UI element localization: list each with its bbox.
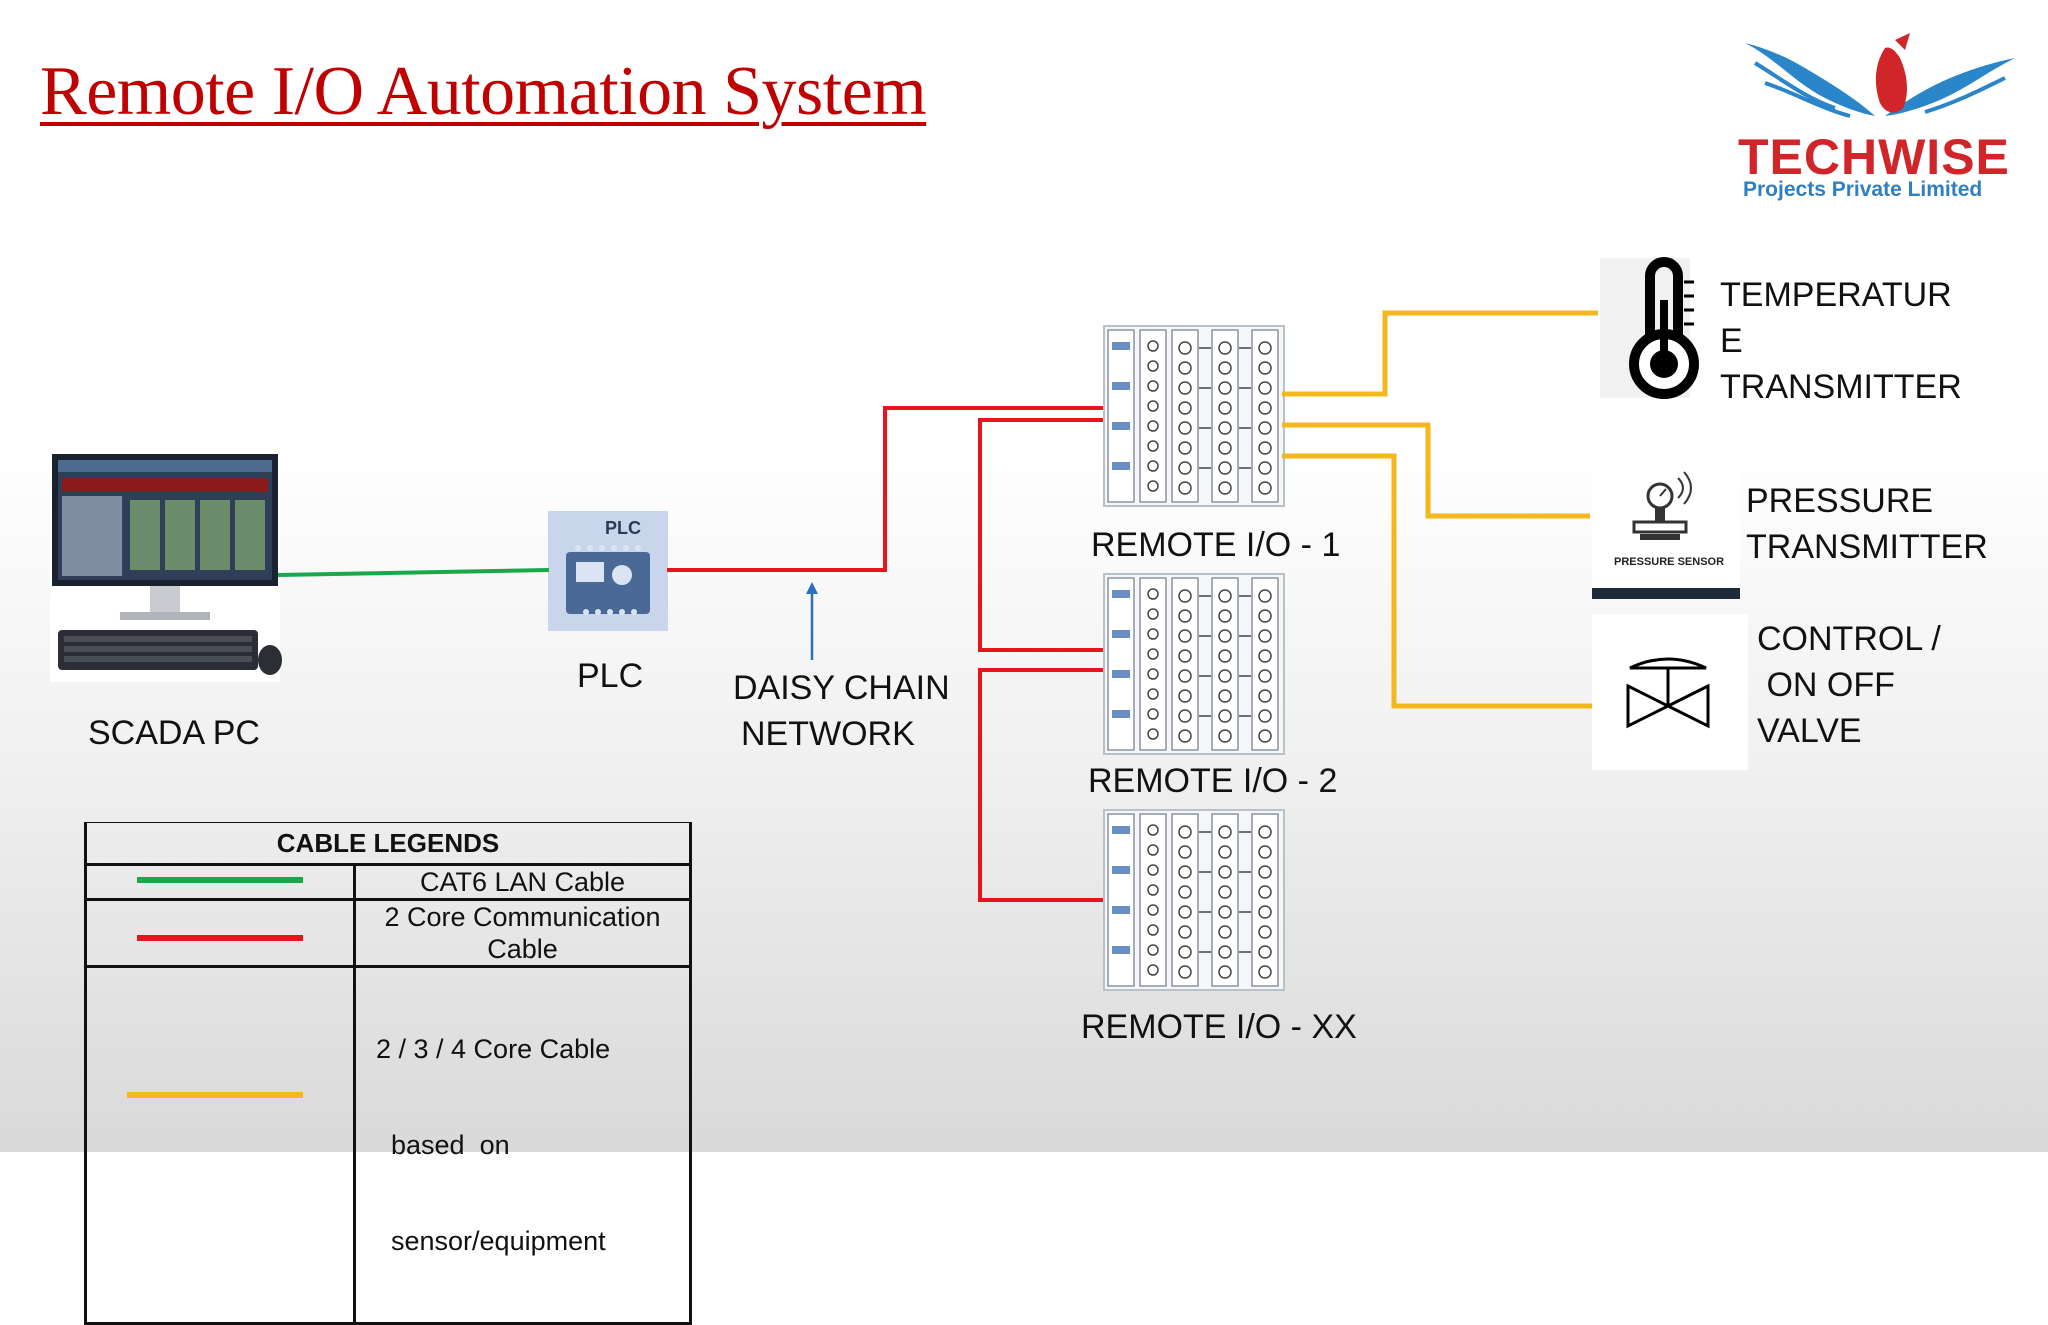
valve-label-line2: ON OFF <box>1757 666 1895 704</box>
remote-io-1-module <box>1103 325 1285 507</box>
wiring-diagram <box>50 257 1748 991</box>
pressure-sensor-caption: PRESSURE SENSOR <box>1614 556 1725 568</box>
legend-swatch-yellow <box>127 1092 303 1099</box>
remote-io-2-module <box>1103 573 1285 755</box>
valve-icon <box>1592 614 1748 770</box>
daisy-chain-label-line2: NETWORK <box>741 715 915 753</box>
remote-io-2-label: REMOTE I/O - 2 <box>1088 762 1338 800</box>
remote-io-xx-label: REMOTE I/O - XX <box>1081 1008 1357 1046</box>
pressure-sensor-icon <box>1592 443 1740 599</box>
temperature-label-line2: E <box>1720 322 1743 360</box>
legend-label-comm-line2: Cable <box>487 934 558 964</box>
legend-row-comm: 2 Core Communication Cable <box>84 898 692 968</box>
legend-row-lan: CAT6 LAN Cable <box>84 863 692 901</box>
legend-swatch-green <box>137 877 303 884</box>
techwise-logo <box>1745 33 2015 118</box>
valve-label-line1: CONTROL / <box>1757 620 1941 658</box>
legend-label-lan: CAT6 LAN Cable <box>353 863 692 901</box>
valve-label-line3: VALVE <box>1757 712 1862 750</box>
eagle-wings-icon <box>1745 33 2015 118</box>
legend-label-comm-line1: 2 Core Communication <box>384 902 661 932</box>
logo-name: TECHWISE <box>1738 129 2010 185</box>
pressure-label-line2: TRANSMITTER <box>1746 528 1988 566</box>
plc-badge: PLC <box>605 518 641 538</box>
legend-label-sensor-line1: 2 / 3 / 4 Core Cable <box>376 1034 611 1064</box>
remote-io-1-label: REMOTE I/O - 1 <box>1091 526 1341 564</box>
temperature-label-line3: TRANSMITTER <box>1720 368 1962 406</box>
pressure-label-line1: PRESSURE <box>1746 482 1934 520</box>
page-title: Remote I/O Automation System <box>40 53 927 130</box>
plc-icon <box>548 511 668 631</box>
daisy-chain-label-line1: DAISY CHAIN <box>733 669 950 707</box>
legend-swatch-red <box>137 935 303 942</box>
legend-label-sensor-line2: based on <box>376 1130 510 1160</box>
thermometer-icon <box>1600 257 1699 399</box>
legend-label-sensor-line3: sensor/equipment <box>376 1226 606 1256</box>
temperature-label-line1: TEMPERATUR <box>1720 276 1952 314</box>
legend-header: CABLE LEGENDS <box>84 822 692 866</box>
scada-pc-label: SCADA PC <box>88 714 260 752</box>
logo-subtitle: Projects Private Limited <box>1743 178 1983 201</box>
plc-label: PLC <box>577 657 644 695</box>
remote-io-xx-module <box>1103 809 1285 991</box>
legend-row-sensor: 2 / 3 / 4 Core Cable based on sensor/equ… <box>84 965 692 1325</box>
cable-legend-table: CABLE LEGENDS CAT6 LAN Cable 2 Core Comm… <box>84 822 692 1325</box>
scada-pc-icon <box>50 452 282 682</box>
